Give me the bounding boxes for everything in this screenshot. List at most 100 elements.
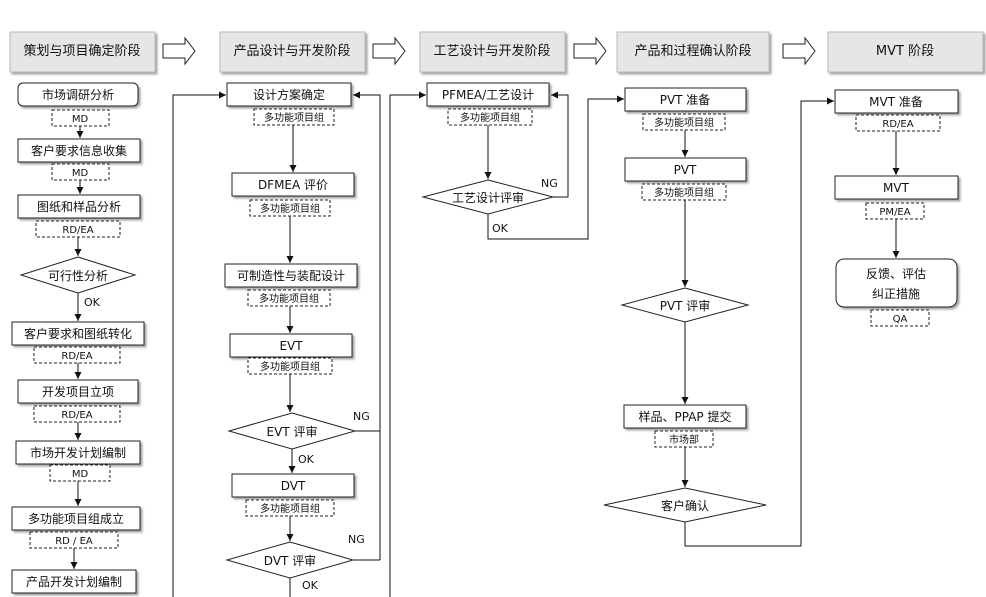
owner-tag: 多功能项目组 bbox=[245, 499, 335, 517]
phase-header-process-design: 工艺设计与开发阶段 bbox=[419, 31, 566, 73]
svg-text:产品开发计划编制: 产品开发计划编制 bbox=[26, 574, 122, 589]
decision-feasibility: 可行性分析 bbox=[19, 256, 137, 294]
step-market-research: 市场调研分析 bbox=[17, 82, 139, 107]
svg-text:图纸和样品分析: 图纸和样品分析 bbox=[37, 199, 121, 214]
svg-text:可行性分析: 可行性分析 bbox=[48, 269, 108, 283]
svg-text:PFMEA/工艺设计: PFMEA/工艺设计 bbox=[442, 88, 534, 102]
step-dev-plan: 产品开发计划编制 bbox=[11, 569, 137, 594]
svg-text:反馈、评估: 反馈、评估 bbox=[866, 267, 926, 281]
svg-text:市场开发计划编制: 市场开发计划编制 bbox=[30, 445, 126, 460]
step-evt: EVT bbox=[229, 333, 353, 358]
phase-arrow-4 bbox=[782, 36, 816, 66]
decision-process-review: 工艺设计评审 bbox=[421, 179, 555, 215]
dvt-ok-label: OK bbox=[302, 579, 319, 592]
svg-text:客户要求信息收集: 客户要求信息收集 bbox=[31, 143, 127, 158]
svg-text:DVT 评审: DVT 评审 bbox=[264, 553, 316, 568]
owner-tag: MD bbox=[51, 163, 110, 181]
connector-ng-return bbox=[353, 91, 381, 560]
connector-phase3-to-phase4 bbox=[487, 95, 624, 240]
decision-customer-confirm: 客户确认 bbox=[603, 487, 767, 523]
step-design-confirm: 设计方案确定 bbox=[226, 82, 352, 107]
svg-text:PVT 评审: PVT 评审 bbox=[660, 298, 711, 313]
svg-text:可制造性与装配设计: 可制造性与装配设计 bbox=[237, 269, 345, 283]
phase-header-product-design: 产品设计与开发阶段 bbox=[219, 31, 366, 73]
phase-header-planning: 策划与项目确定阶段 bbox=[9, 31, 156, 73]
svg-text:多功能项目组: 多功能项目组 bbox=[259, 292, 319, 305]
step-market-plan: 市场开发计划编制 bbox=[15, 440, 141, 465]
step-requirement-conversion: 客户要求和图纸转化 bbox=[11, 321, 145, 346]
owner-tag: MD bbox=[51, 109, 110, 127]
owner-tag: 多功能项目组 bbox=[641, 183, 727, 201]
owner-tag: 多功能项目组 bbox=[447, 108, 533, 126]
svg-text:MD: MD bbox=[72, 168, 89, 179]
owner-tag: PM/EA bbox=[865, 202, 925, 220]
svg-text:多功能项目组: 多功能项目组 bbox=[260, 360, 320, 373]
svg-text:EVT 评审: EVT 评审 bbox=[267, 424, 318, 439]
svg-text:多功能项目组: 多功能项目组 bbox=[260, 502, 320, 515]
dvt-ng-label: NG bbox=[348, 533, 365, 546]
owner-tag: RD / EA bbox=[29, 531, 119, 549]
svg-text:PVT 准备: PVT 准备 bbox=[660, 93, 711, 107]
svg-text:客户确认: 客户确认 bbox=[661, 498, 709, 513]
phase-header-validation: 产品和过程确认阶段 bbox=[616, 31, 770, 73]
svg-text:多功能项目组: 多功能项目组 bbox=[654, 116, 714, 129]
svg-text:MD: MD bbox=[72, 469, 89, 480]
process-ok-label: OK bbox=[492, 222, 509, 235]
step-project-initiation: 开发项目立项 bbox=[17, 379, 139, 404]
svg-text:设计方案确定: 设计方案确定 bbox=[253, 87, 325, 102]
step-pfmea: PFMEA/工艺设计 bbox=[426, 82, 550, 107]
svg-text:RD/EA: RD/EA bbox=[62, 225, 93, 236]
svg-text:MVT 阶段: MVT 阶段 bbox=[876, 44, 934, 59]
svg-text:客户要求和图纸转化: 客户要求和图纸转化 bbox=[24, 326, 132, 341]
svg-text:多功能项目组: 多功能项目组 bbox=[460, 111, 520, 124]
svg-text:多功能项目组: 多功能项目组 bbox=[260, 202, 320, 215]
step-feedback-corrective-action: 反馈、评估 纠正措施 bbox=[835, 258, 958, 308]
owner-tag: MD bbox=[49, 464, 111, 482]
svg-text:RD/EA: RD/EA bbox=[61, 351, 92, 362]
evt-ok-label: OK bbox=[298, 453, 315, 466]
svg-text:MD: MD bbox=[72, 114, 89, 125]
svg-text:PM/EA: PM/EA bbox=[879, 207, 910, 218]
phase-arrow-1 bbox=[162, 36, 196, 66]
svg-text:MVT 准备: MVT 准备 bbox=[869, 95, 923, 109]
svg-text:产品设计与开发阶段: 产品设计与开发阶段 bbox=[233, 43, 350, 59]
owner-tag: 市场部 bbox=[654, 430, 714, 448]
step-pvt-prep: PVT 准备 bbox=[624, 87, 747, 112]
decision-pvt-review: PVT 评审 bbox=[620, 287, 750, 323]
svg-text:QA: QA bbox=[893, 314, 908, 325]
svg-text:多功能项目组成立: 多功能项目组成立 bbox=[28, 511, 124, 526]
svg-text:策划与项目确定阶段: 策划与项目确定阶段 bbox=[23, 43, 140, 59]
svg-text:多功能项目组: 多功能项目组 bbox=[264, 111, 324, 124]
owner-tag: 多功能项目组 bbox=[247, 357, 333, 375]
connector-phase4-to-phase5 bbox=[684, 97, 834, 547]
owner-tag: 多功能项目组 bbox=[247, 289, 331, 307]
connector-phase1-to-phase2 bbox=[172, 91, 226, 597]
svg-text:纠正措施: 纠正措施 bbox=[872, 287, 920, 301]
svg-text:RD / EA: RD / EA bbox=[55, 536, 93, 547]
owner-tag: 多功能项目组 bbox=[253, 108, 335, 126]
step-dfm: 可制造性与装配设计 bbox=[224, 263, 358, 288]
process-ng-label: NG bbox=[541, 177, 558, 190]
svg-text:DFMEA 评价: DFMEA 评价 bbox=[258, 178, 328, 192]
svg-text:工艺设计评审: 工艺设计评审 bbox=[452, 190, 524, 205]
step-customer-info: 客户要求信息收集 bbox=[17, 138, 141, 163]
step-pvt: PVT bbox=[624, 157, 747, 182]
svg-text:MVT: MVT bbox=[883, 181, 910, 195]
step-dvt: DVT bbox=[231, 473, 355, 498]
svg-text:工艺设计与开发阶段: 工艺设计与开发阶段 bbox=[433, 43, 550, 59]
connector-phase2-to-phase3 bbox=[389, 91, 426, 597]
svg-text:RD/EA: RD/EA bbox=[61, 410, 92, 421]
phase-arrow-3 bbox=[573, 36, 607, 66]
step-dfmea: DFMEA 评价 bbox=[231, 172, 355, 197]
owner-tag: RD/EA bbox=[33, 405, 121, 423]
svg-text:市场调研分析: 市场调研分析 bbox=[42, 87, 114, 102]
svg-text:市场部: 市场部 bbox=[669, 433, 699, 446]
step-mvt: MVT bbox=[834, 175, 959, 200]
svg-text:DVT: DVT bbox=[281, 479, 306, 493]
owner-tag: 多功能项目组 bbox=[642, 113, 726, 131]
svg-text:样品、PPAP 提交: 样品、PPAP 提交 bbox=[639, 409, 732, 424]
owner-tag: RD/EA bbox=[33, 346, 121, 364]
decision-dvt-review: DVT 评审 bbox=[225, 541, 355, 579]
evt-ng-label: NG bbox=[353, 410, 370, 423]
